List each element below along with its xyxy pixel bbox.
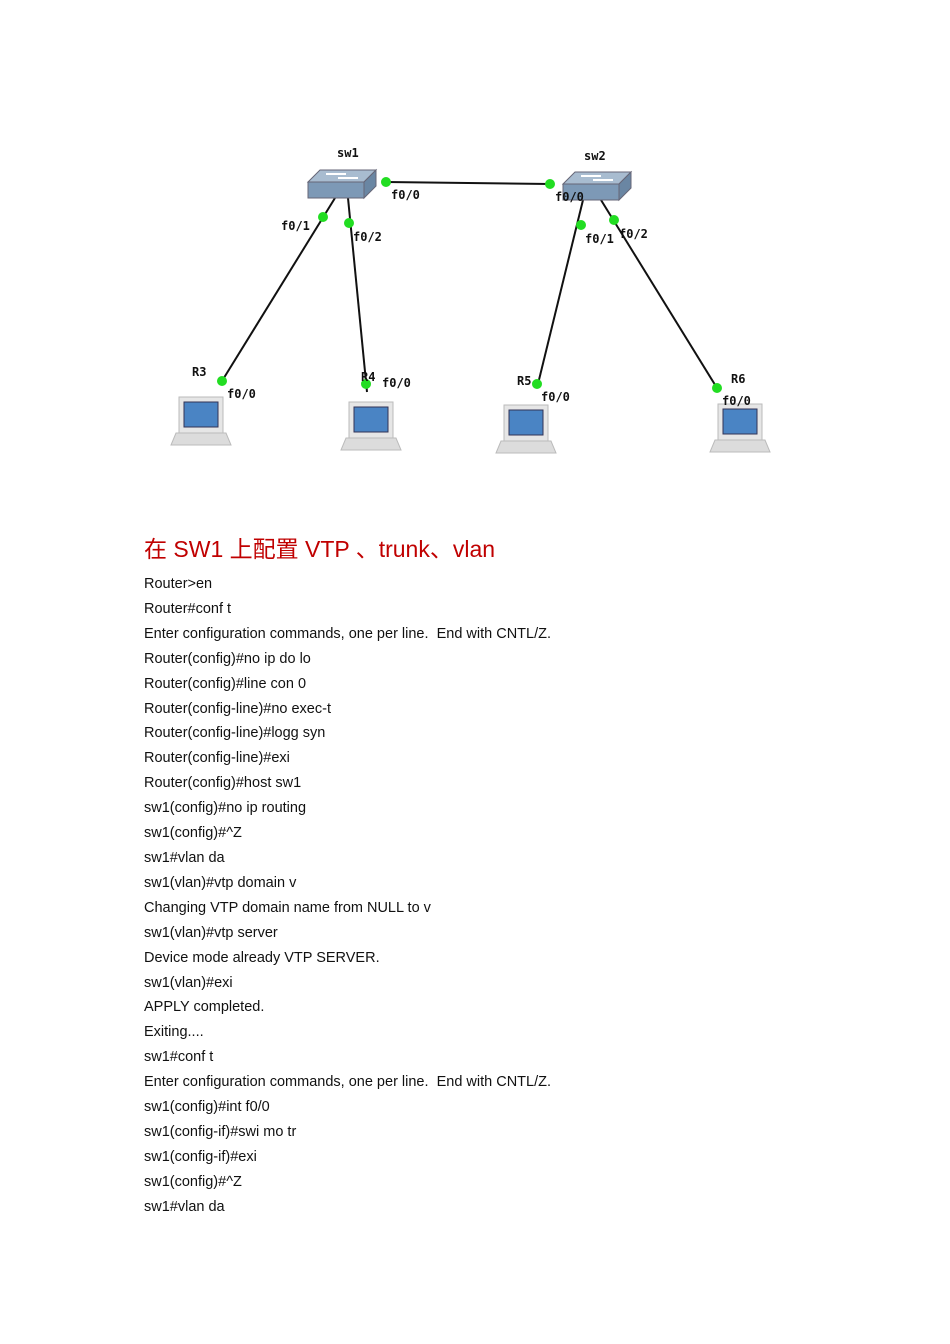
port-label: f0/0: [722, 394, 751, 408]
switch-label-sw1: sw1: [337, 146, 359, 160]
cli-line: sw1#conf t: [144, 1049, 214, 1066]
cli-line: Router(config)#no ip do lo: [144, 650, 311, 667]
network-topology-diagram: sw1 sw2 R3 R4 R5 R6 f0/0 f0/0 f0/1 f0/2 …: [170, 146, 771, 454]
port-dot: [609, 215, 619, 225]
switch-icon-sw1: [307, 169, 377, 199]
cli-line: sw1(vlan)#vtp domain v: [144, 874, 297, 891]
port-dots: [217, 177, 722, 393]
cli-line: Changing VTP domain name from NULL to v: [144, 899, 431, 916]
cli-line: Device mode already VTP SERVER.: [144, 949, 380, 966]
port-dot: [532, 379, 542, 389]
port-dot: [712, 383, 722, 393]
cli-line: Enter configuration commands, one per li…: [144, 625, 551, 642]
port-dot: [318, 212, 328, 222]
cli-line: sw1#vlan da: [144, 1198, 225, 1215]
cli-line: Router#conf t: [144, 600, 232, 617]
router-icon-r3: [170, 396, 232, 446]
cli-line: Exiting....: [144, 1024, 204, 1041]
port-dot: [344, 218, 354, 228]
link-sw1-sw2: [385, 181, 551, 185]
cli-line: sw1(config-if)#swi mo tr: [144, 1123, 297, 1140]
cli-line: sw1#vlan da: [144, 849, 225, 866]
links: [221, 181, 718, 393]
router-icon-r4: [340, 401, 402, 451]
port-dot: [545, 179, 555, 189]
router-icon-r5: [495, 404, 557, 454]
link-sw1-r4: [347, 197, 368, 393]
router-label-r6: R6: [731, 372, 745, 386]
cli-line: Router(config)#host sw1: [144, 775, 302, 792]
port-label: f0/0: [227, 387, 256, 401]
port-dot: [576, 220, 586, 230]
section-heading: 在 SW1 上配置 VTP 、trunk、vlan: [144, 536, 496, 562]
link-sw2-r6: [600, 199, 718, 389]
cli-line: sw1(vlan)#exi: [144, 974, 233, 991]
port-label: f0/2: [619, 227, 648, 241]
port-label: f0/0: [541, 390, 570, 404]
port-label: f0/0: [555, 190, 584, 204]
port-dot: [381, 177, 391, 187]
cli-line: sw1(config)#int f0/0: [144, 1099, 270, 1116]
router-label-r4: R4: [361, 370, 375, 384]
link-sw1-r3: [221, 197, 336, 382]
cli-line: Enter configuration commands, one per li…: [144, 1074, 551, 1091]
port-label: f0/2: [353, 230, 382, 244]
cli-line: sw1(config)#^Z: [144, 1173, 242, 1190]
cli-line: sw1(config-if)#exi: [144, 1148, 257, 1165]
port-label: f0/1: [281, 219, 310, 233]
router-label-r5: R5: [517, 374, 531, 388]
cli-line: sw1(config)#^Z: [144, 825, 242, 842]
cli-line: Router(config-line)#exi: [144, 750, 290, 767]
cli-line: sw1(vlan)#vtp server: [144, 924, 278, 941]
cli-line: sw1(config)#no ip routing: [144, 800, 307, 817]
router-icon-r6: [709, 403, 771, 453]
switch-label-sw2: sw2: [584, 149, 606, 163]
link-sw2-r5: [536, 199, 584, 389]
cli-line: Router>en: [144, 576, 213, 592]
cli-line: Router(config)#line con 0: [144, 675, 307, 692]
port-dot: [217, 376, 227, 386]
router-label-r3: R3: [192, 365, 206, 379]
cli-line: Router(config-line)#no exec-t: [144, 700, 331, 717]
port-label: f0/0: [382, 376, 411, 390]
port-label: f0/1: [585, 232, 614, 246]
cli-line: Router(config-line)#logg syn: [144, 725, 326, 742]
cli-line: APPLY completed.: [144, 999, 265, 1016]
port-dot: [361, 379, 371, 389]
port-label: f0/0: [391, 188, 420, 202]
